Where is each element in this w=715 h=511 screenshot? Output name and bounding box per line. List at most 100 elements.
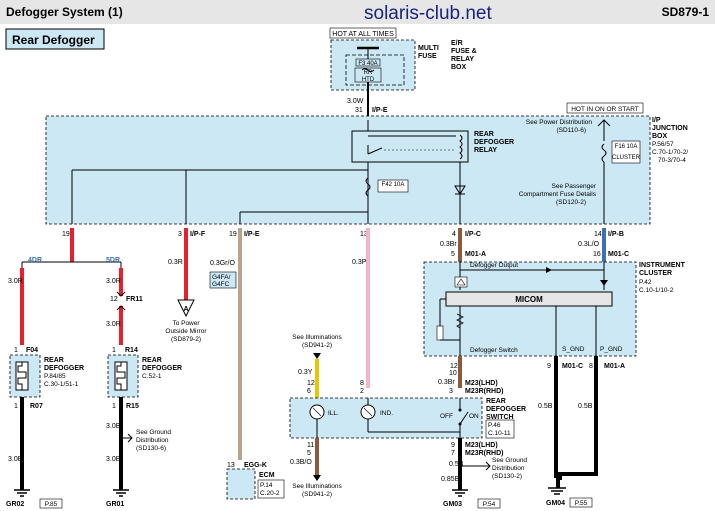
- multi-fuse-dashed: [345, 54, 405, 86]
- w085b: 0.85B: [441, 476, 460, 483]
- conn-m01a: M01-A: [465, 251, 486, 258]
- conn-13b: 13: [227, 462, 235, 469]
- conn-19a: 19: [62, 231, 70, 238]
- diode-symbol: [454, 185, 466, 195]
- conn-m01c: M01-C: [608, 251, 629, 258]
- defogger-switch: Defogger Switch: [470, 347, 518, 354]
- conn-m01a2: M01-A: [604, 363, 625, 370]
- conn-r07: R07: [30, 403, 43, 410]
- sw-c10: 10: [449, 370, 457, 377]
- micom-label: MICOM: [515, 295, 543, 304]
- ecm-ref-box: [257, 479, 285, 499]
- conn-19b: 19: [229, 231, 237, 238]
- heater-1-symbol: [17, 362, 27, 390]
- sw-c7: 7: [451, 450, 455, 457]
- sense-resistor: [456, 313, 464, 329]
- p55-box: [569, 497, 593, 508]
- w30r-b: 3.0R: [106, 278, 121, 285]
- ill-label: ILL.: [328, 410, 339, 417]
- site-watermark: solaris-club.net: [364, 3, 492, 24]
- conn-1c: 1: [14, 403, 18, 410]
- illum-arrow-out: [313, 475, 321, 481]
- diagram-title: Defogger System (1): [6, 5, 123, 19]
- on-label: ON: [469, 413, 479, 420]
- off-label: OFF: [440, 413, 453, 420]
- sw-c6: 6: [307, 388, 311, 395]
- ecm-box: [226, 468, 256, 500]
- fuse-f42-symbol: [365, 177, 371, 197]
- conn-9: 9: [547, 363, 551, 370]
- ref-p55: P.55: [575, 500, 588, 507]
- rd2-ref: C.52-1: [142, 373, 162, 380]
- output-transistor: [454, 276, 468, 288]
- w03p: 0.3P: [352, 259, 367, 266]
- conn-ipe: I/P-E: [372, 107, 388, 114]
- sw-c12: 12: [307, 380, 315, 387]
- conn-8c: 8: [589, 363, 593, 370]
- conn-3: 3: [178, 231, 182, 238]
- mirror-arrow-letter: A: [183, 306, 188, 313]
- ind-label: IND.: [380, 410, 393, 417]
- fuse-f3-label: F3 40A: [358, 61, 377, 67]
- ref-p85: P.85: [45, 501, 58, 508]
- fuse-f3-box: [355, 58, 381, 67]
- see-illum-2: See Illuminations(SD941-2): [292, 483, 342, 498]
- ind-lamp-x1: [363, 407, 373, 417]
- w05b-a: 0.5B: [538, 403, 553, 410]
- sw-m23r: M23R(RHD): [465, 388, 504, 395]
- relay-coil: [459, 134, 463, 160]
- w30r-c: 3.0R: [106, 321, 121, 328]
- conn-12c: 12: [450, 363, 458, 370]
- label-4dr: 4DR: [28, 257, 42, 264]
- sw-contact-blade: [459, 411, 469, 425]
- hot-all-times-box: [329, 27, 397, 39]
- s-gnd-label: S_GND: [562, 346, 585, 353]
- rr-htd-label-2: HTD: [362, 77, 375, 83]
- conn-31: 31: [355, 107, 363, 114]
- ground-gr01: GR01: [106, 501, 124, 508]
- conn-1b: 1: [112, 347, 116, 354]
- see-illum-1: See Illuminations(SD941-2): [292, 334, 342, 349]
- conn-ipe2: I/P-E: [244, 231, 260, 238]
- mirror-arrow-a: [177, 299, 195, 318]
- micom-in-arrow: [600, 280, 608, 286]
- conn-m01c2: M01-C: [562, 363, 583, 370]
- conn-f04: F04: [26, 347, 38, 354]
- sw-node-1: [458, 408, 462, 412]
- w03y: 0.3Y: [298, 369, 313, 376]
- fuse-f3-symbol: [361, 68, 375, 72]
- conn-16: 16: [593, 251, 601, 258]
- conn-4: 4: [452, 231, 456, 238]
- section-title: Rear Defogger: [12, 33, 95, 47]
- conn-eggk: EGG-K: [244, 462, 267, 469]
- fuse-f16-cluster: CLUSTER: [612, 155, 641, 161]
- heater-2-symbol: [116, 362, 126, 390]
- ecm-label: ECM: [259, 472, 275, 479]
- hot-all-times-label: HOT AT ALL TIMES: [332, 31, 394, 38]
- w03bo: 0.3B/O: [290, 459, 312, 466]
- conn-14: 14: [594, 231, 602, 238]
- pullup-resistor: [436, 325, 444, 341]
- diagram-code: SD879-1: [662, 5, 710, 19]
- w03br-a: 0.3Br: [440, 241, 457, 248]
- w30b-b: 3.0B: [106, 423, 121, 430]
- switch-ref-box: [485, 419, 515, 439]
- hot-in-on-label: HOT IN ON OR START: [571, 106, 639, 113]
- sw-m23: M23(LHD): [465, 380, 498, 387]
- conn-ipc: I/P-C: [465, 231, 481, 238]
- conn-12: 12: [110, 296, 118, 303]
- relay-switch-2: [367, 147, 383, 155]
- conn-1a: 1: [14, 347, 18, 354]
- wire-3w-label: 3.0W: [347, 98, 364, 105]
